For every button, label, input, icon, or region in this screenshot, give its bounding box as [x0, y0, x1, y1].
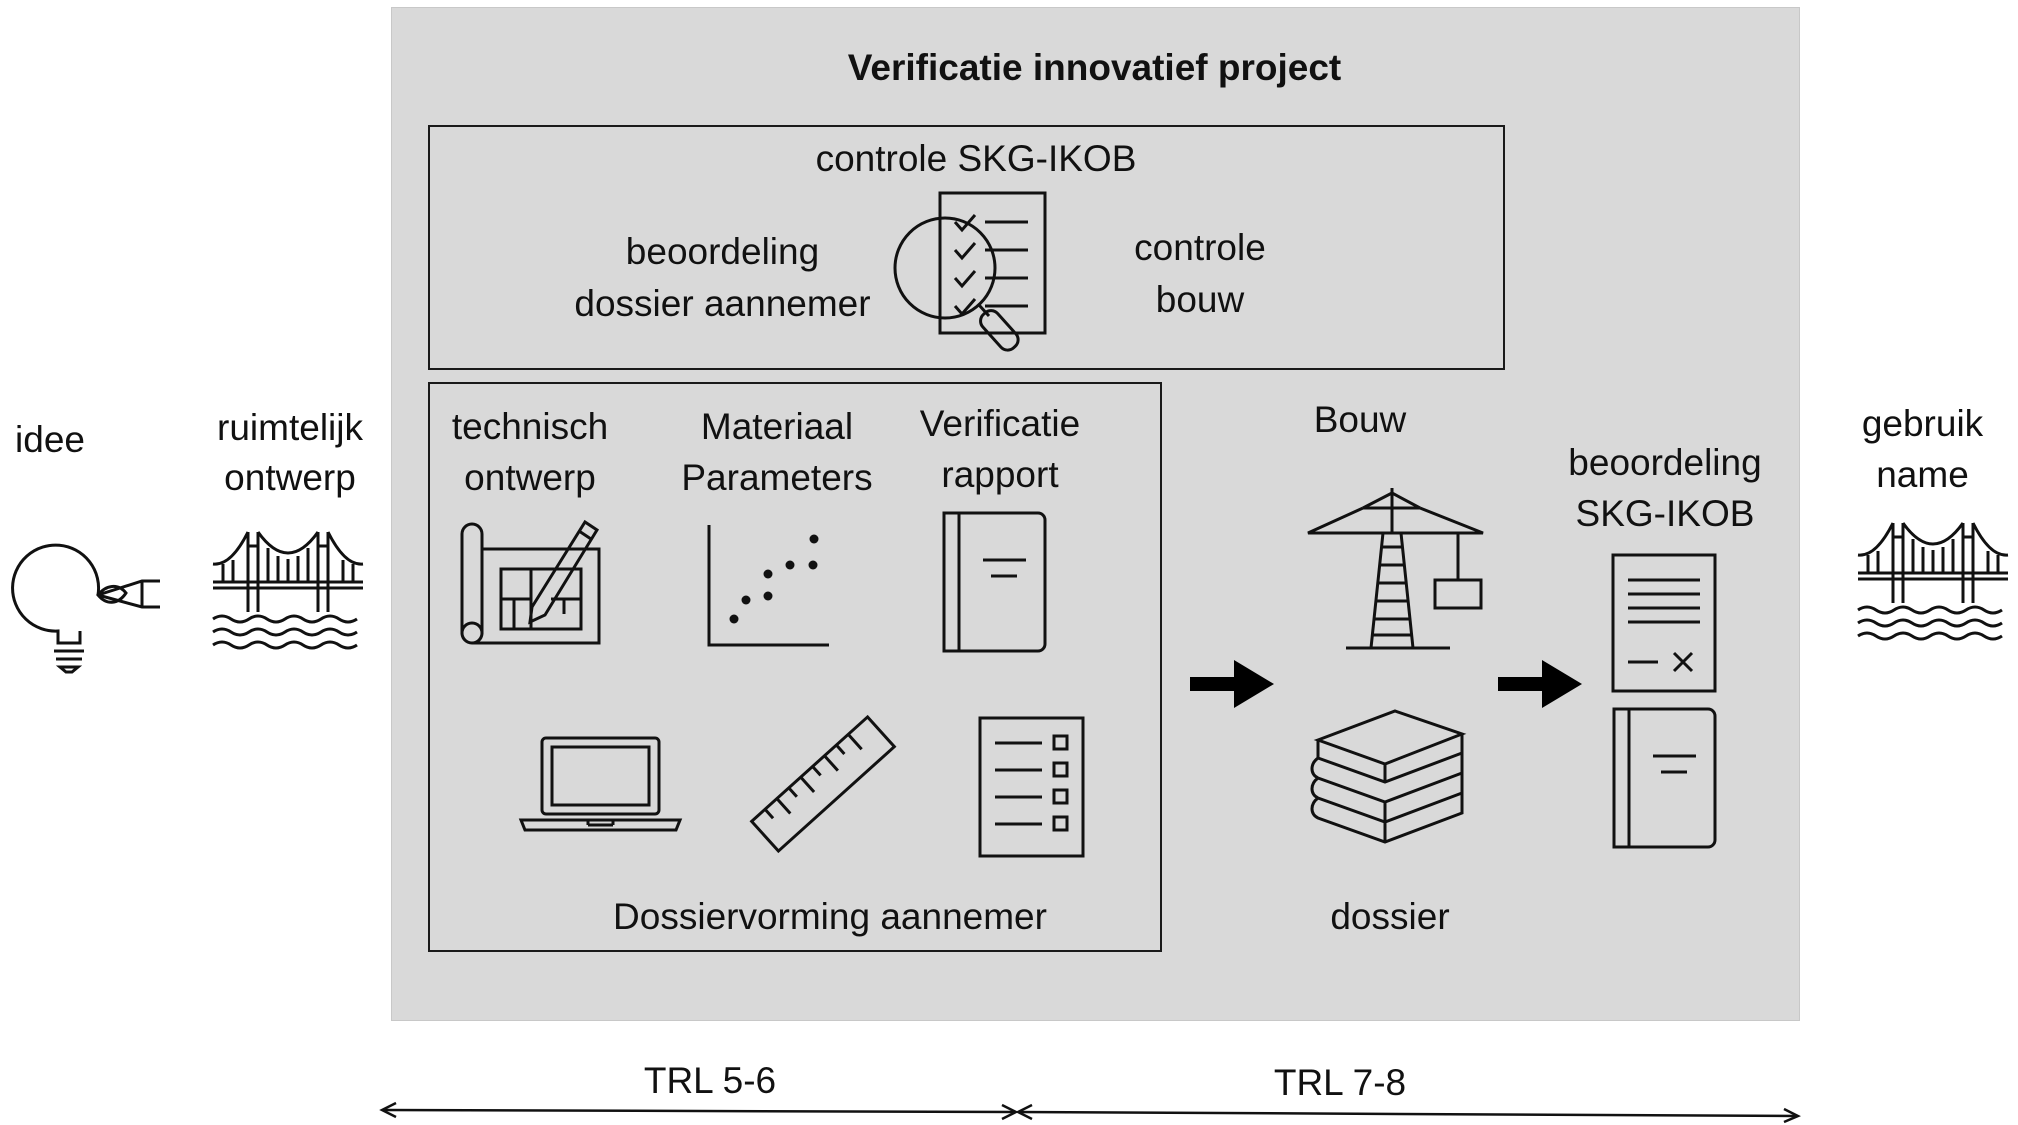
- verification-panel: [391, 7, 1800, 1021]
- trl-right-range-arrow: [1016, 1102, 1802, 1122]
- assessment-line1: beoordeling: [1568, 442, 1762, 483]
- col3-line1: Verificatie: [919, 403, 1081, 444]
- signed-document-icon: [1610, 552, 1718, 694]
- col2-line1: Materiaal: [700, 406, 854, 447]
- bridge-icon: [212, 524, 364, 652]
- arrow-right-icon: [1498, 660, 1582, 708]
- controle-left-line1: beoordeling: [625, 231, 820, 272]
- gebruik-line1: gebruik: [1861, 403, 1984, 444]
- blueprint-icon: [459, 519, 601, 645]
- trl-left-range-arrow: [380, 1100, 1020, 1120]
- stage-ruimtelijk-line2: ontwerp: [224, 457, 356, 498]
- col2-line2: Parameters: [681, 457, 873, 498]
- report-book-icon: [941, 510, 1048, 654]
- controle-right-line2: bouw: [1155, 279, 1245, 320]
- checklist-icon: [977, 715, 1086, 859]
- dossier-box: [428, 382, 1162, 952]
- magnifier-checklist-icon: [893, 190, 1048, 355]
- bouw-label: Bouw: [1313, 399, 1407, 440]
- col1-line2: ontwerp: [464, 457, 596, 498]
- dossier-box-footer: Dossiervorming aannemer: [613, 896, 1047, 937]
- trl-left-label: TRL 5-6: [643, 1060, 777, 1101]
- dossier-label: dossier: [1330, 896, 1450, 937]
- scatter-plot-icon: [706, 522, 832, 648]
- laptop-icon: [518, 735, 683, 835]
- controle-heading: controle SKG-IKOB: [815, 138, 1137, 179]
- ruler-icon: [745, 710, 902, 858]
- stage-ruimtelijk-line1: ruimtelijk: [217, 407, 363, 448]
- gebruik-line2: name: [1876, 454, 1969, 495]
- bridge-icon: [1858, 515, 2008, 643]
- diagram-title: Verificatie innovatief project: [847, 47, 1342, 88]
- book-stack-icon: [1310, 708, 1470, 853]
- arrow-right-icon: [1190, 660, 1274, 708]
- trl-right-label: TRL 7-8: [1273, 1062, 1407, 1103]
- controle-right-line1: controle: [1134, 227, 1266, 268]
- assessment-line2: SKG-IKOB: [1575, 493, 1755, 534]
- col3-line2: rapport: [941, 454, 1059, 495]
- book-icon: [1611, 706, 1718, 850]
- stage-idee-label: idee: [15, 419, 85, 460]
- controle-left-line2: dossier aannemer: [574, 283, 871, 324]
- crane-icon: [1308, 485, 1483, 651]
- controle-box: [428, 125, 1505, 370]
- col1-line1: technisch: [451, 406, 609, 447]
- light-bulb-icon: [10, 525, 165, 673]
